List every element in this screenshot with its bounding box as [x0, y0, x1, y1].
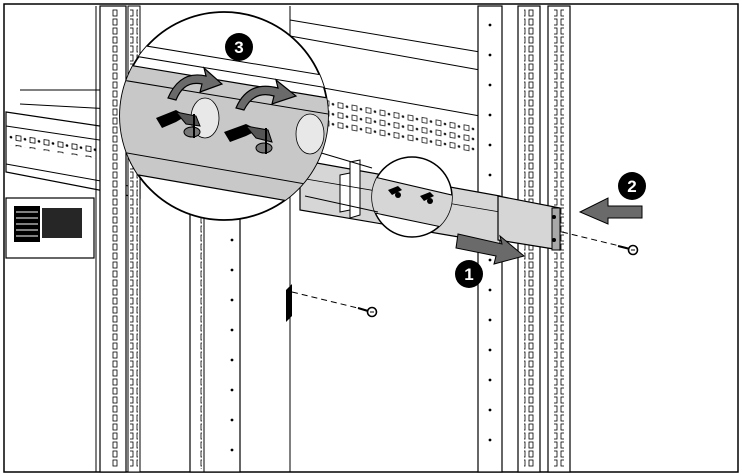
step-2-marker: 2 — [618, 172, 646, 200]
detail-callout-magnified — [119, 11, 329, 221]
leader-line — [304, 195, 379, 213]
wing-nut-icon — [388, 186, 402, 198]
step-3-marker: 3 — [225, 33, 253, 61]
step-1-marker: 1 — [455, 260, 483, 288]
server-chassis — [5, 197, 95, 259]
leader-line — [317, 151, 373, 169]
step-1-label: 1 — [464, 265, 473, 284]
wing-nut-icon — [156, 110, 201, 138]
wing-nut-icon — [420, 192, 434, 204]
detail-callout-small — [371, 156, 453, 238]
wing-nut-icon — [224, 124, 273, 154]
rotate-arrow-icon — [235, 78, 298, 111]
push-arrow-icon — [455, 233, 526, 265]
screw-icon — [617, 244, 639, 256]
push-arrow-icon — [578, 197, 643, 225]
step-2-label: 2 — [627, 177, 636, 196]
rotate-arrow-icon — [167, 66, 224, 101]
step-3-label: 3 — [234, 38, 243, 57]
screw-path-line — [561, 231, 629, 249]
screw-icon — [357, 306, 378, 318]
screw-path-line — [291, 291, 367, 311]
